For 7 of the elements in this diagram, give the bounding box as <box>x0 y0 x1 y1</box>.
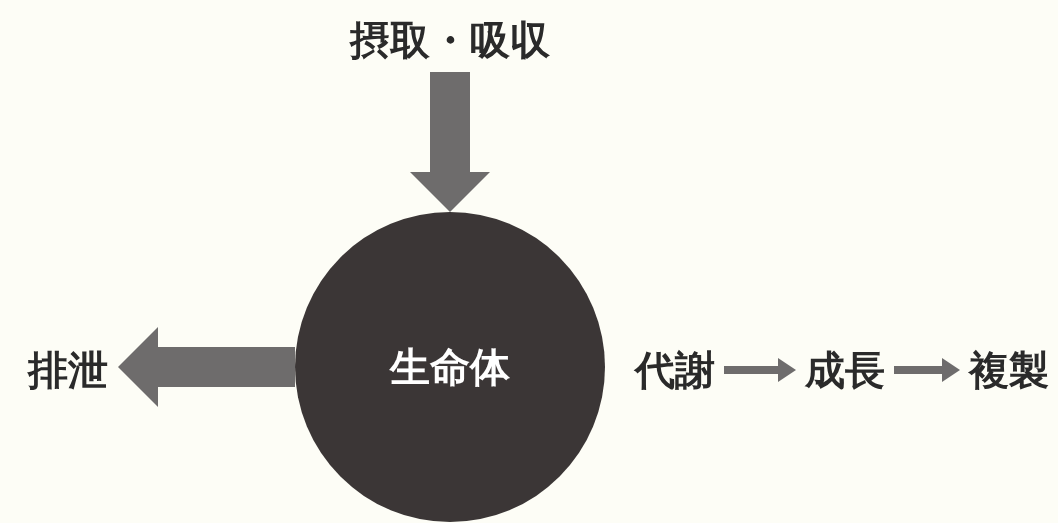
arrow <box>118 327 295 407</box>
term-label: 代謝 <box>630 338 720 402</box>
term-label: 摂取・吸収 <box>330 8 570 72</box>
arrow <box>410 72 490 212</box>
term-label: 複製 <box>964 338 1054 402</box>
term-label: 成長 <box>800 338 890 402</box>
term-label: 排泄 <box>18 338 118 402</box>
